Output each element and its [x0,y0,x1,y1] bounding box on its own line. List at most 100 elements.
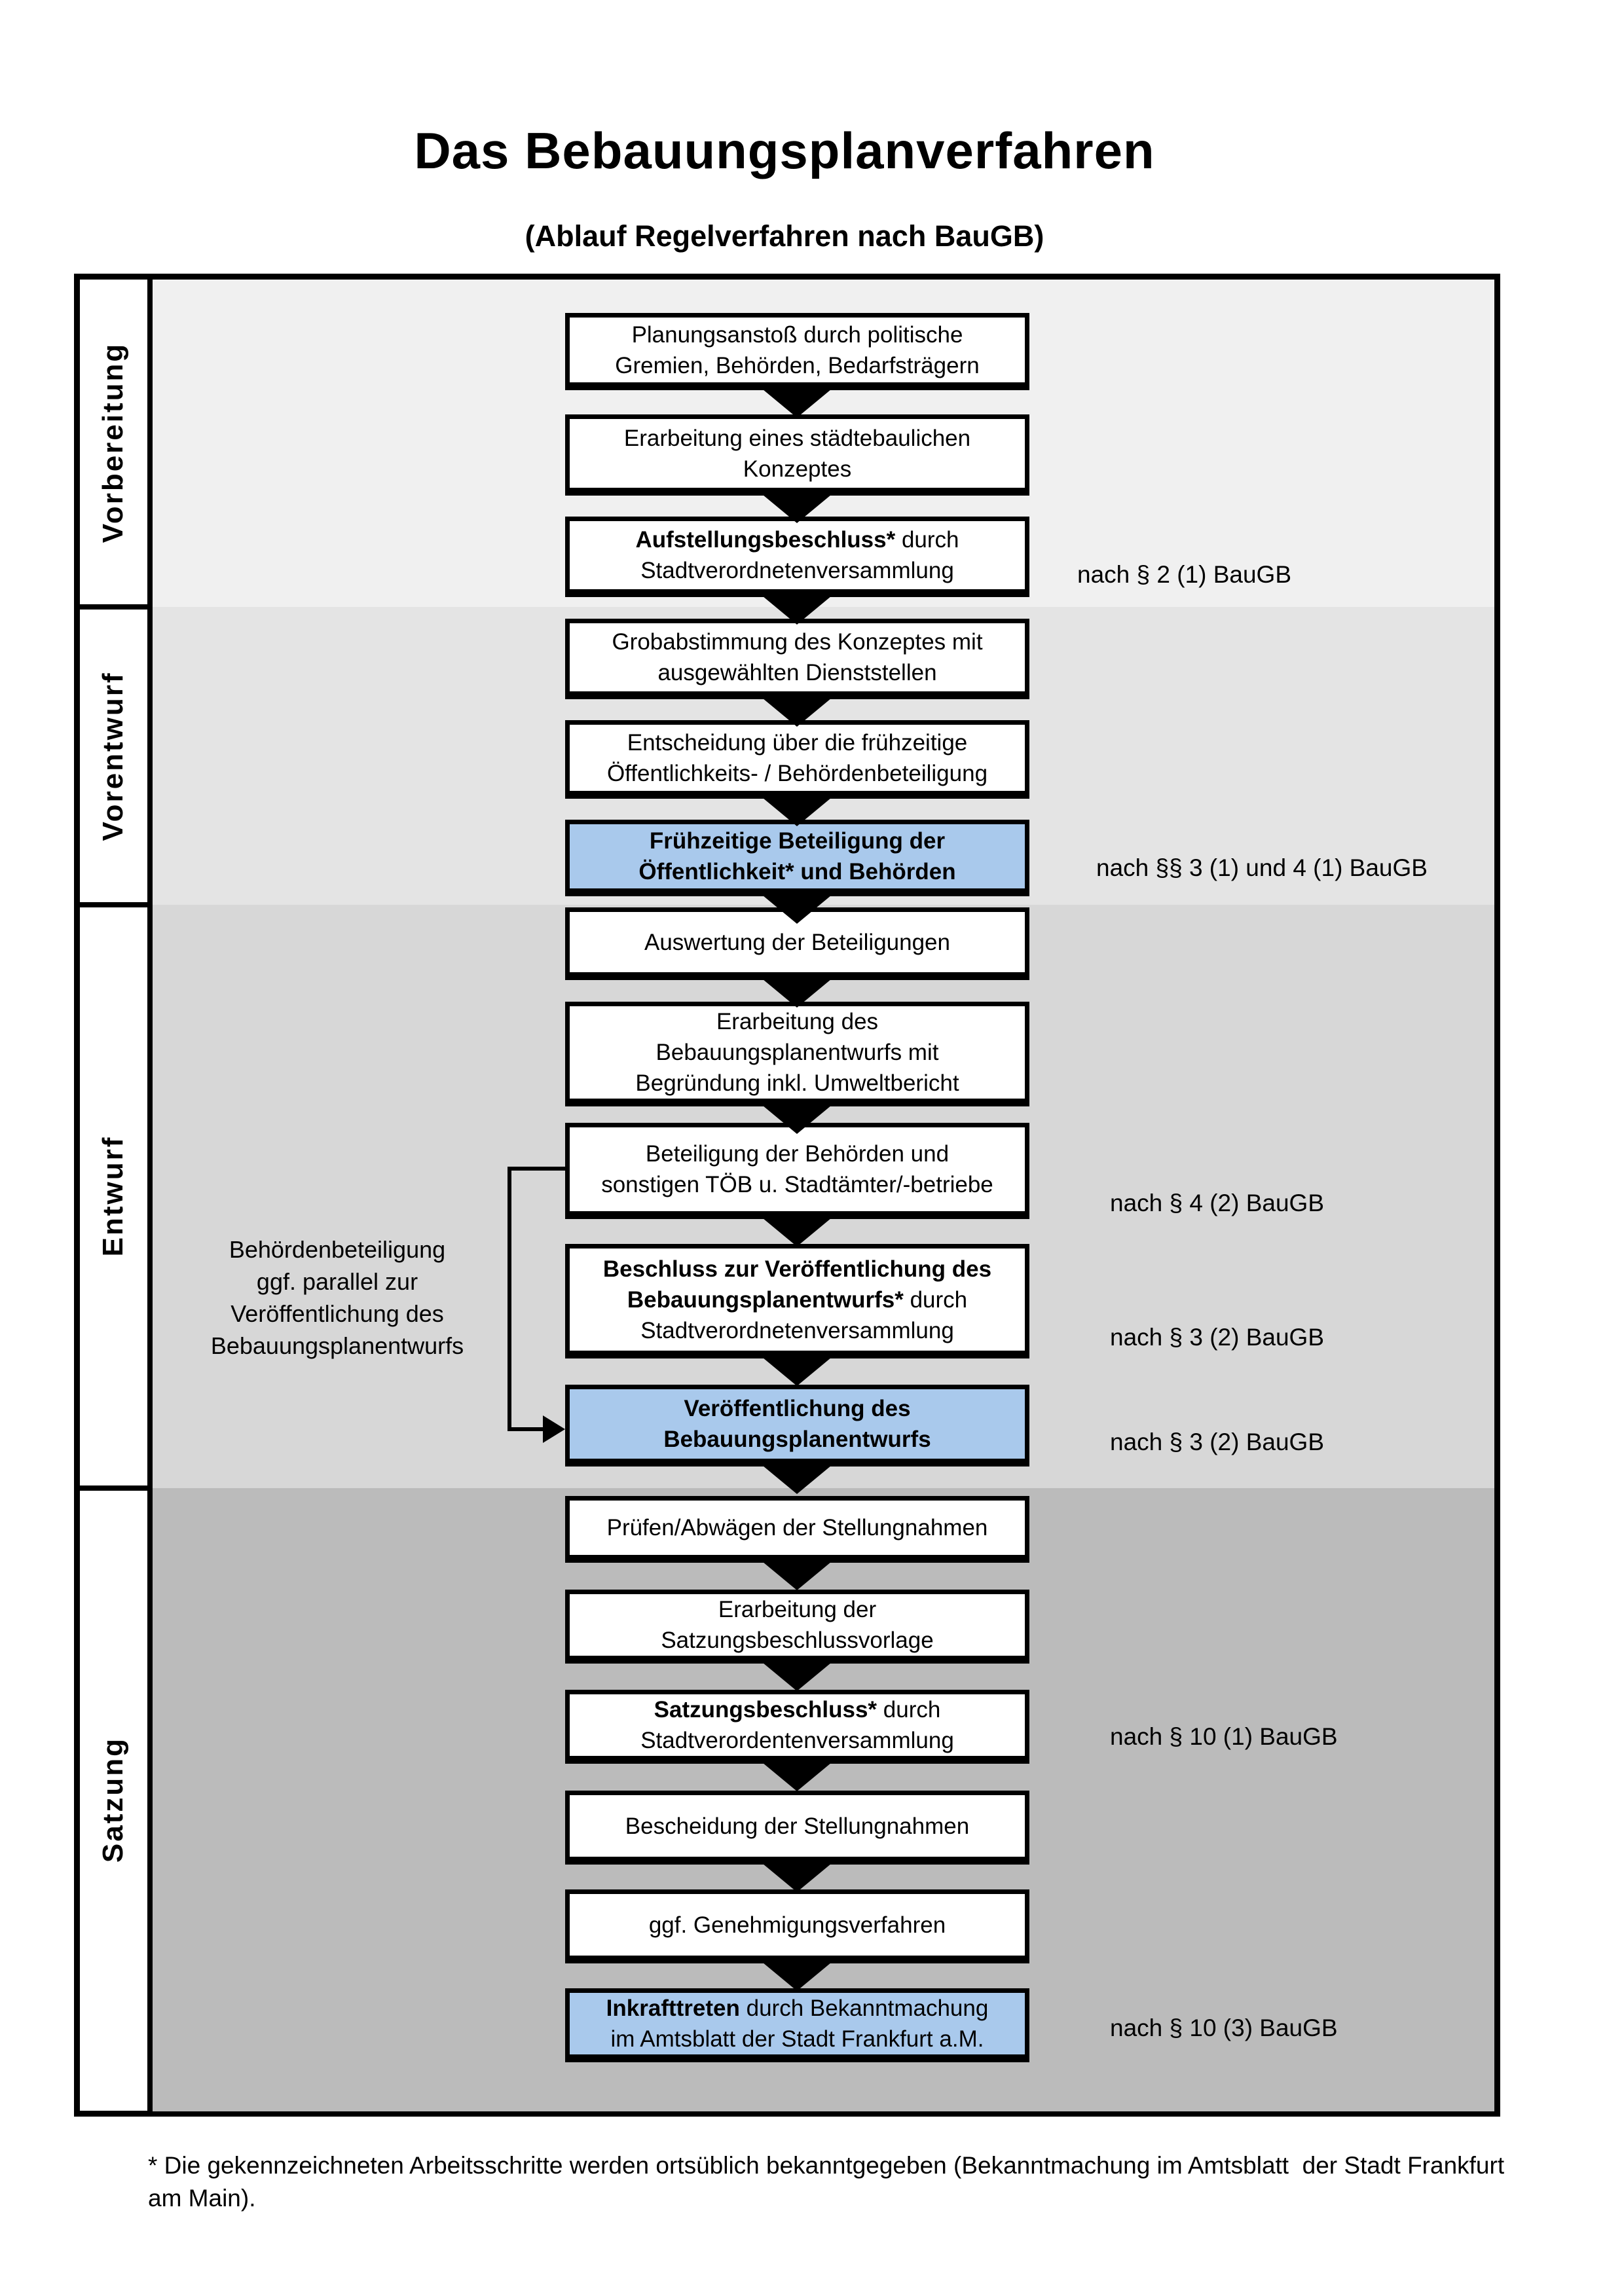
phase-label-vorentwurf: Vorentwurf [97,671,129,841]
step-text-line: Konzeptes [743,454,851,484]
step-text-segment: Satzungsbeschluss* [654,1697,877,1722]
step-text-segment: Gremien, Behörden, Bedarfsträgern [615,352,980,378]
step-text-line: Stadtverordnetenversammlung [640,555,954,586]
step-text-line: Erarbeitung des [716,1006,878,1037]
step-text-segment: Veröffentlichung des [684,1396,911,1421]
flow-arrow-down-icon [755,692,839,727]
bracket-bottom-line [507,1427,545,1431]
step-text-line: Planungsanstoß durch politische [632,319,963,350]
step-text-line: Bebauungsplanentwurfs* durch [627,1285,967,1315]
step-text-segment: durch [903,1286,968,1313]
step-text-line: Frühzeitige Beteiligung der [650,826,945,856]
step-text-segment: durch [877,1697,941,1722]
step-text-line: Öffentlichkeit* und Behörden [638,856,955,887]
flow-arrow-down-icon [755,488,839,523]
procedure-frame [74,274,1500,2117]
step-text-segment: Öffentlichkeit* und Behörden [638,859,956,884]
step-text-segment: sonstigen TÖB u. Stadtämter/-betriebe [601,1172,993,1197]
flow-arrow-down-icon [755,1656,839,1691]
step-text-line: im Amtsblatt der Stadt Frankfurt a.M. [611,2024,984,2054]
flow-arrow-down-icon [755,1956,839,1991]
step-text-segment: Erarbeitung eines städtebaulichen [623,425,971,451]
step-text-segment: Konzeptes [743,456,852,482]
step-text-line: Bescheidung der Stellungnahmen [625,1811,969,1842]
step-text-segment: Öffentlichkeits- / Behördenbeteiligung [606,760,988,786]
flow-arrow-down-icon [755,792,839,826]
step-text-segment: im Amtsblatt der Stadt Frankfurt a.M. [610,2026,984,2052]
step-text-segment: Bescheidung der Stellungnahmen [625,1813,970,1839]
flow-arrow-down-icon [755,1212,839,1247]
step-text-segment: Auswertung der Beteiligungen [644,929,950,955]
step-text-segment: Stadtverordnetenversammlung [640,558,954,583]
step-text-line: Satzungsbeschlussvorlage [661,1625,933,1656]
step-text-segment: Bebauungsplanentwurfs mit [655,1040,939,1065]
step-text-segment: Inkrafttreten [606,1995,740,2021]
flow-arrow-down-icon [755,383,839,418]
step-text-segment: ausgewählten Dienststellen [657,660,937,685]
step-text-line: Beteiligung der Behörden und [646,1139,949,1169]
step-text-line: Beschluss zur Veröffentlichung des [603,1254,991,1285]
step-text-line: Stadtverordentenversammlung [640,1725,954,1756]
flow-arrow-down-icon [755,1459,839,1494]
step-text-line: ggf. Genehmigungsverfahren [649,1910,946,1941]
step-text-segment: durch [895,527,959,553]
step-text-segment: Prüfen/Abwägen der Stellungnahmen [606,1515,988,1540]
note-line: Veröffentlichung des [231,1300,444,1327]
step-text-segment: Bebauungsplanentwurfs [663,1427,931,1452]
step-text-line: Aufstellungsbeschluss* durch [635,524,959,555]
phase-column-divider [147,280,153,2111]
step-text-segment: Bebauungsplanentwurfs* [627,1286,904,1313]
step-text-segment: Stadtverordnetenversammlung [640,1317,954,1343]
flow-arrow-down-icon [755,1556,839,1590]
step-text-segment: Stadtverordentenversammlung [640,1728,954,1753]
step-text-line: Entscheidung über die frühzeitige [627,727,968,758]
step-text-line: Gremien, Behörden, Bedarfsträgern [615,350,979,381]
note-line: ggf. parallel zur [256,1268,418,1295]
flow-arrow-down-icon [755,973,839,1008]
page-title: Das Bebauungsplanverfahren [414,122,1155,179]
law-reference: nach § 2 (1) BauGB [1077,561,1292,588]
flow-arrow-down-icon [755,1351,839,1386]
step-text-line: Öffentlichkeits- / Behördenbeteiligung [607,758,987,789]
law-reference: nach § 3 (2) BauGB [1110,1324,1325,1351]
step-text-segment: Frühzeitige Beteiligung der [649,828,946,854]
step-text-segment: Erarbeitung der [718,1597,877,1622]
step-text-segment: Grobabstimmung des Konzeptes mit [612,629,983,655]
step-text-line: Begründung inkl. Umweltbericht [635,1068,959,1099]
step-box-16: ggf. Genehmigungsverfahren [565,1889,1029,1963]
bracket-top-line [507,1167,565,1171]
step-text-line: Erarbeitung der [718,1594,876,1625]
step-text-line: ausgewählten Dienststellen [657,657,936,688]
flow-arrow-down-icon [755,1099,839,1134]
flow-arrow-down-icon [755,590,839,625]
note-line: Bebauungsplanentwurfs [210,1332,464,1359]
step-text-line: Bebauungsplanentwurfs [663,1424,931,1455]
flow-arrow-down-icon [755,1857,839,1892]
step-box-9: Beteiligung der Behörden und sonstigen TÖ… [565,1123,1029,1219]
step-text-line: Prüfen/Abwägen der Stellungnahmen [607,1512,988,1543]
step-text-segment: Beschluss zur Veröffentlichung des [602,1256,992,1282]
step-text-segment: Entscheidung über die frühzeitige [627,729,968,756]
step-text-segment: Aufstellungsbeschluss* [635,527,896,553]
flow-arrow-down-icon [755,889,839,924]
page-subtitle: (Ablauf Regelverfahren nach BauGB) [525,219,1044,253]
phase-label-satzung: Satzung [97,1736,129,1863]
phase-divider-line [80,902,147,907]
bracket-arrow-right-icon [543,1415,565,1443]
step-box-12: Prüfen/Abwägen der Stellungnahmen [565,1496,1029,1563]
law-reference: nach § 3 (2) BauGB [1110,1429,1325,1455]
step-text-line: Inkrafttreten durch Bekanntmachung [606,1993,989,2024]
